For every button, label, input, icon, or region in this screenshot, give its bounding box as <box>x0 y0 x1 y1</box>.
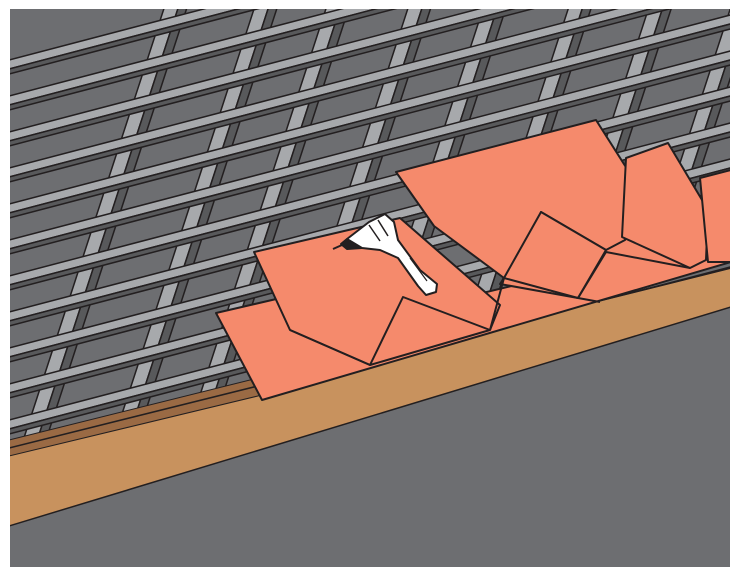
roof-installation-illustration <box>0 0 745 575</box>
